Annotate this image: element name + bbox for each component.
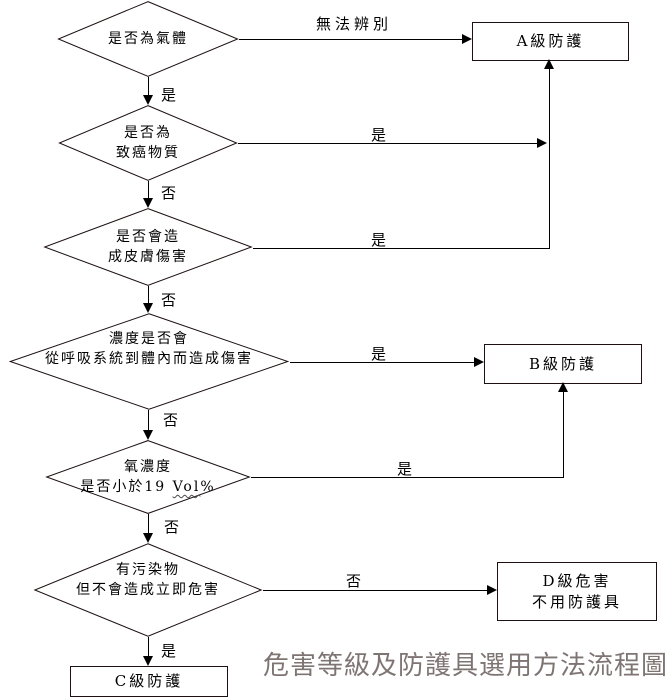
- decision-is-gas: 是否為氣體: [57, 1, 239, 77]
- box-level-a-protection: A級防護: [472, 22, 629, 61]
- edge-elbow-up-to-box-b: [563, 392, 564, 478]
- decision-is-gas-label: 是否為氣體: [57, 1, 239, 77]
- decision-contaminant-label: 有污染物 但不會造成立即危害: [33, 543, 263, 637]
- decision-respiratory-harm-label: 濃度是否會 從呼吸系統到體內而造成傷害: [8, 313, 290, 410]
- label-d3-down: 否: [161, 291, 178, 309]
- decision-is-carcinogen: 是否為 致癌物質: [58, 105, 238, 181]
- diagram-title: 危害等級及防護具選用方法流程圖: [263, 651, 669, 681]
- edge-d1-to-d2: [148, 77, 149, 96]
- edge-d1-to-box-a: [239, 39, 463, 40]
- box-level-c-protection: C級防護: [70, 666, 228, 697]
- decision-oxygen-concentration-line2: 是否小於19 Vol%: [80, 477, 215, 497]
- edge-d3-to-d4: [148, 286, 149, 304]
- edge-d4-to-box-b: [290, 362, 475, 363]
- label-d4-right: 是: [371, 345, 388, 363]
- arrowhead-d5-to-d6: [143, 533, 153, 543]
- edge-d5-elbow-horizontal: [251, 477, 564, 478]
- diamond-outline: [45, 440, 251, 514]
- decision-skin-harm-label: 是否會造 成皮膚傷害: [43, 208, 253, 286]
- label-d6-down: 是: [161, 642, 178, 660]
- label-d5-down: 否: [164, 518, 181, 536]
- decision-skin-harm-line1: 是否會造: [116, 228, 180, 245]
- edge-d4-to-d5: [148, 410, 149, 431]
- arrowhead-d3-to-d4: [143, 303, 153, 313]
- decision-contaminant-line2: 但不會造成立即危害: [76, 582, 220, 599]
- diamond-outline: [58, 105, 238, 181]
- decision-contaminant-no-immediate-hazard: 有污染物 但不會造成立即危害: [33, 543, 263, 637]
- oxygen-line2-vol: Vol: [172, 479, 201, 495]
- label-d3-right: 是: [371, 231, 388, 249]
- label-d4-down: 否: [163, 411, 180, 429]
- box-level-d-hazard-line1: D級危害: [542, 572, 612, 591]
- box-level-b-protection: B級防護: [484, 344, 642, 384]
- label-d1-right: 無法辨別: [316, 15, 393, 33]
- box-level-d-hazard-line2: 不用防護具: [531, 592, 622, 611]
- diamond-outline: [43, 208, 253, 286]
- decision-respiratory-harm-line1: 濃度是否會: [109, 331, 189, 347]
- decision-is-carcinogen-line2: 致癌物質: [116, 145, 180, 161]
- box-level-b-protection-label: B級防護: [528, 354, 598, 373]
- edge-elbow-up-to-box-a: [549, 69, 550, 249]
- arrowhead-d2-to-junction: [537, 138, 547, 148]
- decision-oxygen-concentration-line1: 氧濃度: [124, 458, 172, 475]
- oxygen-line2-post: %: [200, 479, 216, 495]
- edge-d2-to-junction: [238, 143, 538, 144]
- arrowhead-d6-to-box-c: [143, 656, 153, 666]
- oxygen-line2-pre: 是否小於19: [80, 479, 173, 495]
- edge-d3-elbow-horizontal: [253, 248, 550, 249]
- label-d5-right: 是: [397, 460, 414, 478]
- decision-is-carcinogen-label: 是否為 致癌物質: [58, 105, 238, 181]
- decision-contaminant-line1: 有污染物: [116, 562, 180, 578]
- arrowhead-d6-to-box-d: [487, 585, 497, 595]
- box-level-a-protection-label: A級防護: [516, 32, 585, 51]
- edge-d6-to-box-d: [263, 590, 488, 591]
- edge-d5-to-d6: [148, 514, 149, 534]
- decision-is-gas-line1: 是否為氣體: [108, 30, 188, 47]
- diamond-outline: [8, 313, 290, 410]
- decision-skin-harm: 是否會造 成皮膚傷害: [43, 208, 253, 286]
- decision-is-carcinogen-line1: 是否為: [124, 124, 172, 141]
- diamond-outline: [33, 543, 263, 637]
- edge-d6-to-box-c: [148, 637, 149, 657]
- label-d2-down: 否: [161, 184, 178, 202]
- box-level-d-hazard: D級危害 不用防護具: [497, 562, 657, 621]
- arrowhead-up-to-box-a: [544, 59, 554, 69]
- arrowhead-d4-to-box-b: [474, 357, 484, 367]
- arrowhead-d1-to-d2: [143, 95, 153, 105]
- box-level-c-protection-label: C級防護: [114, 672, 184, 691]
- decision-respiratory-harm-line2: 從呼吸系統到體內而造成傷害: [45, 351, 253, 368]
- decision-oxygen-concentration-label: 氧濃度 是否小於19 Vol%: [45, 440, 251, 514]
- diamond-outline: [57, 1, 239, 77]
- decision-respiratory-harm: 濃度是否會 從呼吸系統到體內而造成傷害: [8, 313, 290, 410]
- arrowhead-d4-to-d5: [143, 430, 153, 440]
- label-d2-right: 是: [371, 126, 388, 144]
- edge-d2-to-d3: [148, 181, 149, 199]
- decision-skin-harm-line2: 成皮膚傷害: [108, 249, 188, 265]
- label-d1-down: 是: [161, 86, 178, 104]
- arrowhead-up-to-box-b: [558, 382, 568, 392]
- arrowhead-d2-to-d3: [143, 198, 153, 208]
- arrowhead-d1-to-box-a: [462, 34, 472, 44]
- decision-oxygen-concentration: 氧濃度 是否小於19 Vol%: [45, 440, 251, 514]
- label-d6-right: 否: [346, 572, 363, 590]
